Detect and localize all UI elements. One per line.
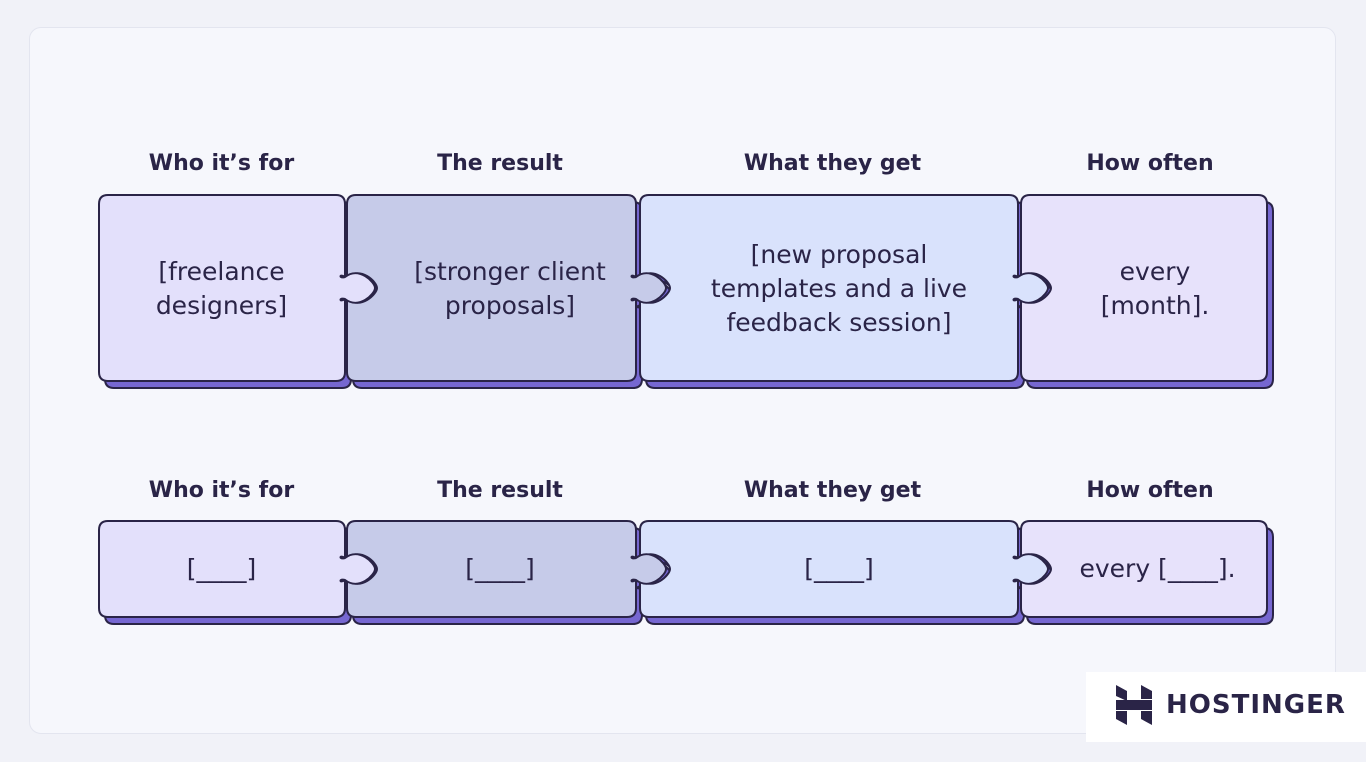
text-line: feedback session] [726,308,952,337]
row2-piece-what-text: [____] [804,554,874,583]
row2-piece-1 [98,520,376,618]
row2-piece-how-text: every [____]. [1079,554,1236,583]
text-line: [month]. [1100,291,1210,320]
logo-wordmark: HOSTINGER [1166,690,1346,720]
text-line: every [1119,257,1191,286]
row1-piece-what-text: [new proposal templates and a live feedbac… [678,197,1000,381]
row2-piece-result-text: [____] [465,554,535,583]
text-line: proposals] [444,291,576,320]
row1-piece-who-text: [freelance designers] [100,197,343,381]
row2-piece-who-text: [____] [186,554,257,583]
row1-piece-how-text: every [month]. [1060,197,1250,381]
row2-header-who: Who it’s for [148,478,295,503]
text-line: [new proposal [750,240,928,269]
text-line: [freelance [158,257,285,286]
row2-header-how: How often [1086,478,1214,503]
text-line: templates and a live [710,274,968,303]
row2-header-result: The result [437,478,563,503]
row1-header-what: What they get [743,151,922,176]
row1-header-how: How often [1086,151,1214,176]
text-line: designers] [155,291,288,320]
row1-header-result: The result [437,151,563,176]
row1-piece-1 [98,194,376,382]
row2-header-what: What they get [743,478,922,503]
row1-header-who: Who it’s for [148,151,295,176]
row1-piece-result-text: [stronger client proposals] [385,197,635,381]
hostinger-logo-icon [1116,685,1152,725]
text-line: [stronger client [414,257,606,286]
